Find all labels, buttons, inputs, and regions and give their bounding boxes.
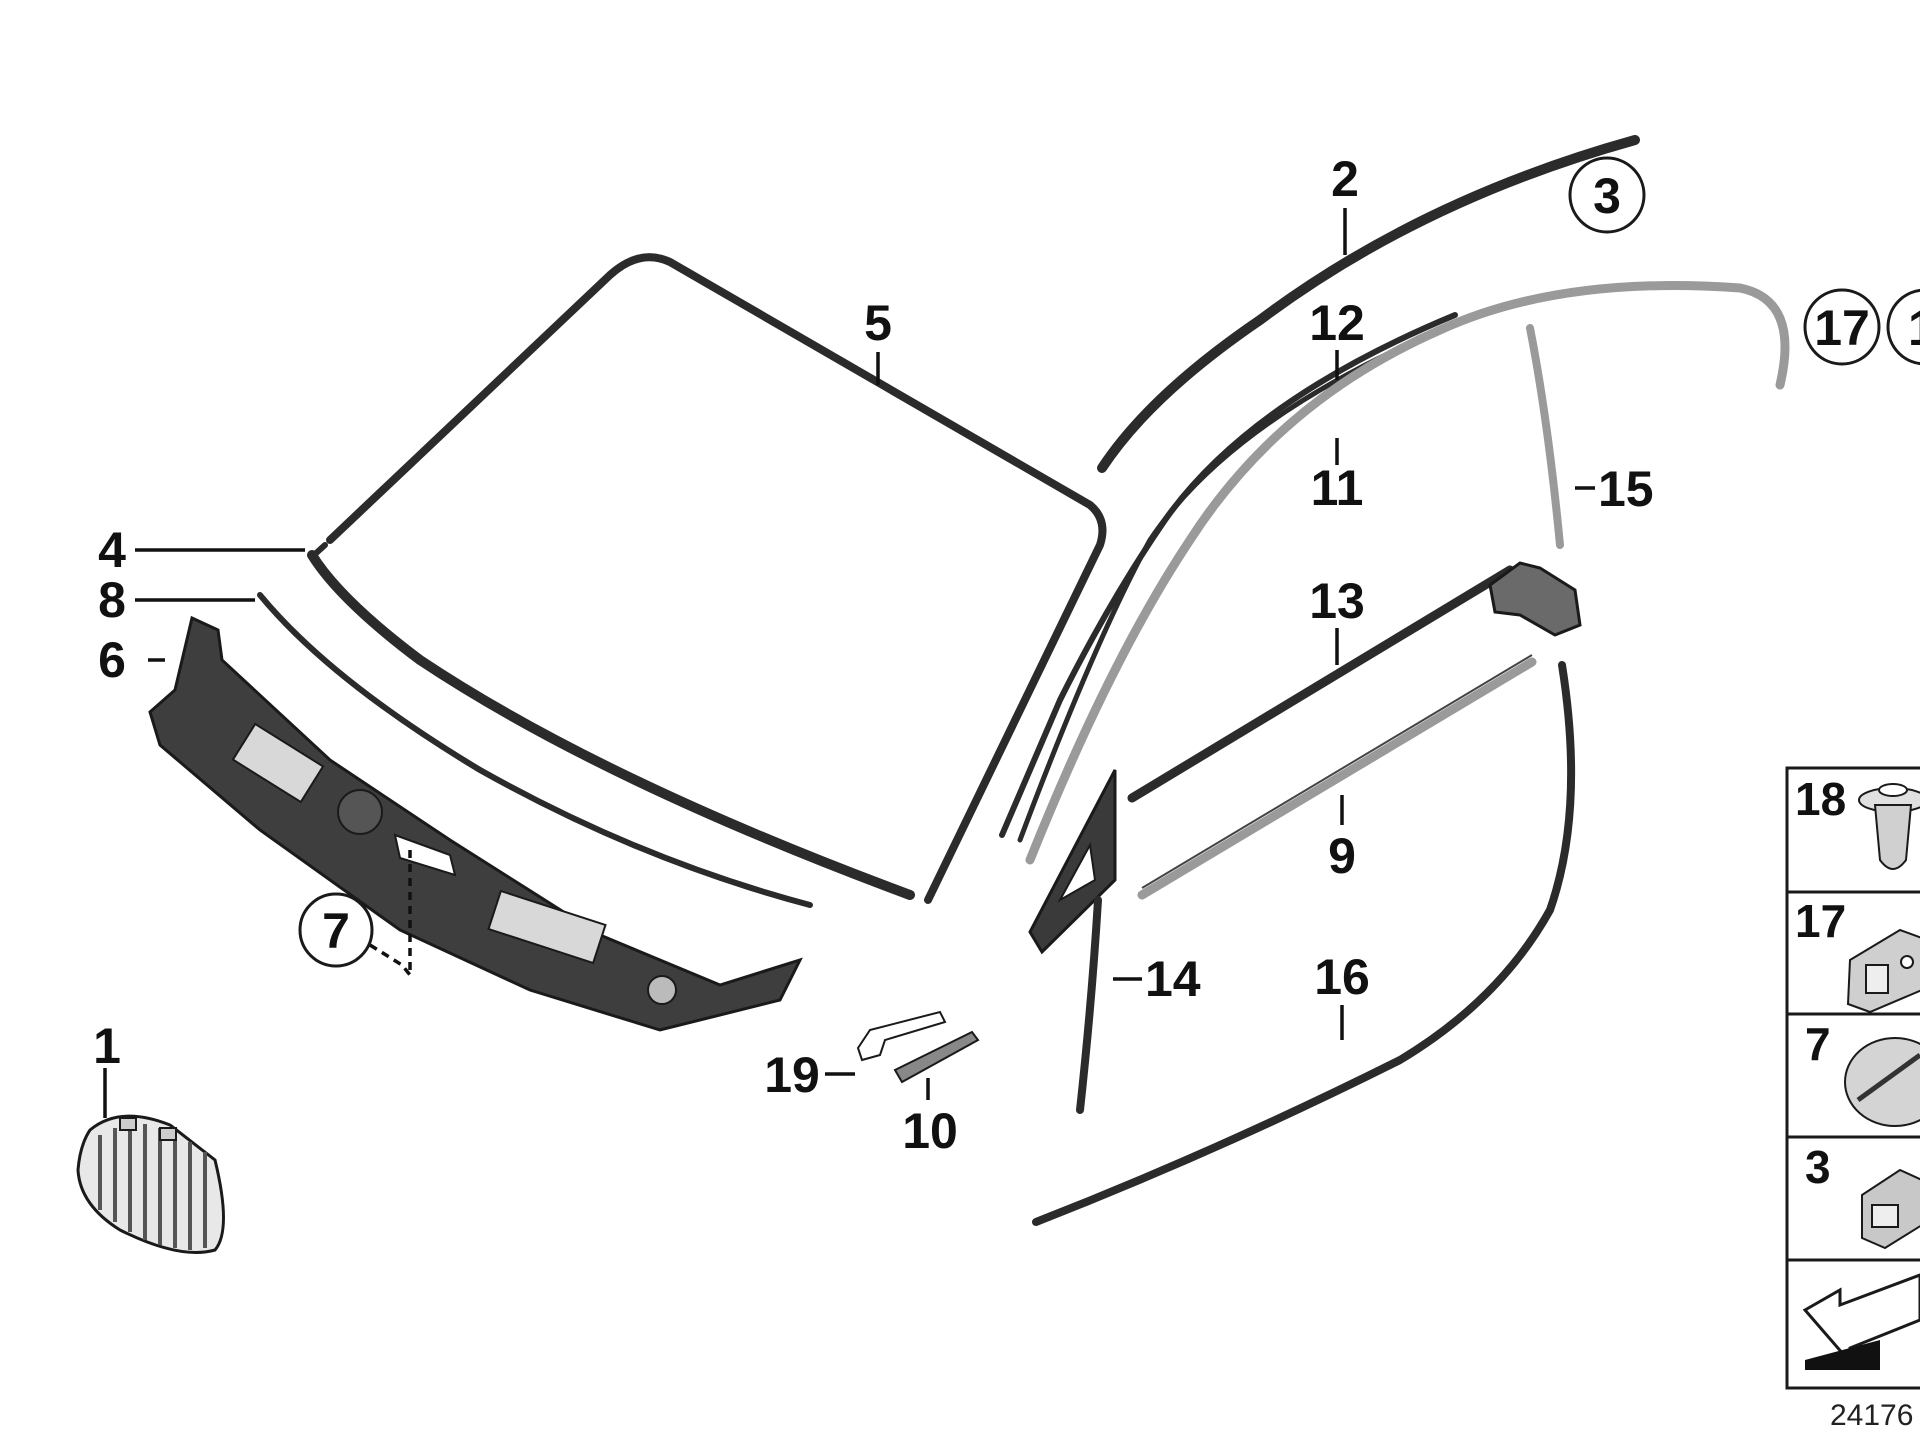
inset-label-18: 18 xyxy=(1795,773,1846,825)
callout-17b-ring xyxy=(1886,288,1920,366)
callout-13: 13 xyxy=(1309,573,1365,629)
direction-arrow-icon xyxy=(1802,1273,1920,1370)
push-rivet-icon xyxy=(1858,783,1920,870)
callout-17: 17 xyxy=(1814,300,1870,356)
door-seal xyxy=(1032,661,1576,1226)
callout-1: 1 xyxy=(93,1018,121,1074)
callout-labels: 2 3 5 12 17 1 11 15 4 8 6 13 9 7 14 16 1… xyxy=(93,151,1920,1159)
square-clip-icon xyxy=(1861,1168,1920,1250)
cowl-panel xyxy=(148,615,803,1032)
callout-17-cut: 1 xyxy=(1908,300,1920,356)
round-cap-icon xyxy=(1844,1037,1920,1127)
mirror-triangle-cover xyxy=(1028,769,1117,1114)
windshield-frame xyxy=(311,253,1107,904)
a-pillar-trims xyxy=(999,312,1458,843)
small-clips xyxy=(856,1010,980,1084)
callout-14: 14 xyxy=(1145,951,1201,1007)
callout-16: 16 xyxy=(1314,949,1370,1005)
callout-3: 3 xyxy=(1593,168,1621,224)
drawing-number: 24176 xyxy=(1830,1399,1913,1432)
belt-strip-inner xyxy=(1137,654,1537,900)
inset-label-17: 17 xyxy=(1795,895,1846,947)
callout-15: 15 xyxy=(1598,461,1654,517)
kidney-grille xyxy=(76,1114,225,1254)
callout-7-ring xyxy=(298,892,374,968)
clip-bracket-icon xyxy=(1846,928,1920,1014)
fastener-inset: 18 17 7 3 xyxy=(1785,766,1920,1390)
callout-12: 12 xyxy=(1309,295,1365,351)
callout-17-ring xyxy=(1803,288,1881,366)
door-frame-seal xyxy=(1025,281,1790,865)
inset-label-7: 7 xyxy=(1805,1018,1831,1070)
b-pillar-seal xyxy=(1526,324,1564,549)
callout-2: 2 xyxy=(1331,151,1359,207)
callout-5: 5 xyxy=(864,295,892,351)
callout-8: 8 xyxy=(98,572,126,628)
callout-19: 19 xyxy=(764,1047,820,1103)
callout-9: 9 xyxy=(1328,828,1356,884)
callout-3-ring xyxy=(1568,156,1646,234)
callout-6: 6 xyxy=(98,632,126,688)
inset-label-3: 3 xyxy=(1805,1141,1831,1193)
callout-11: 11 xyxy=(1311,460,1364,516)
leader-lines xyxy=(103,208,1595,1118)
callout-4: 4 xyxy=(98,522,126,578)
belt-strip-outer xyxy=(1127,561,1582,803)
callout-7: 7 xyxy=(322,903,350,959)
lower-windshield-seals xyxy=(257,550,915,908)
callout-10: 10 xyxy=(902,1103,958,1159)
roof-moulding xyxy=(1097,135,1640,473)
